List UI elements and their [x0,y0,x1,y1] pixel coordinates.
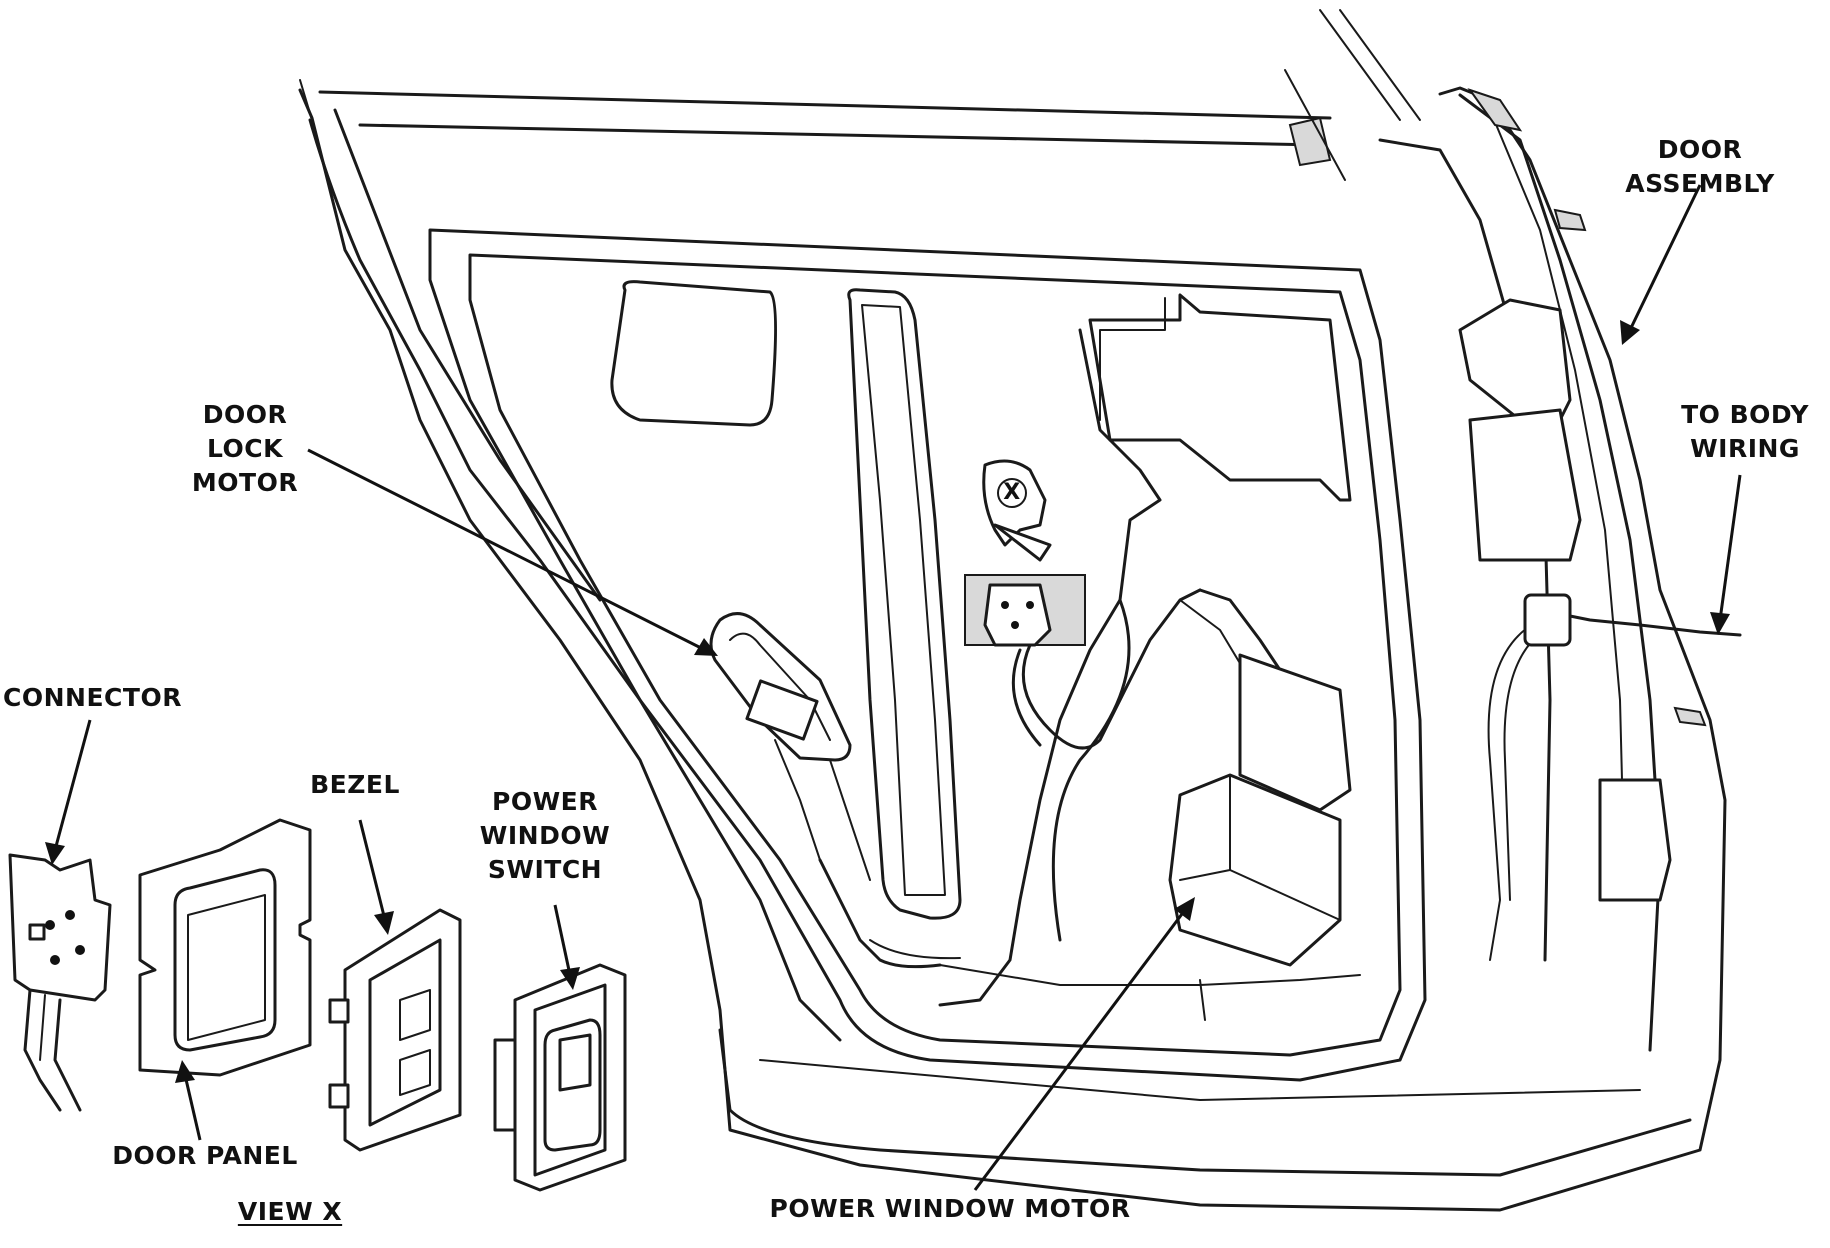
label-view-x: VIEW X [237,1197,343,1226]
label-to-body-wiring: TO BODY WIRING [1681,400,1809,463]
door-lock-motor [709,612,871,881]
wiring-harness [818,588,1742,1021]
label-power-window-motor: POWER WINDOW MOTOR [769,1194,1131,1223]
leader-arrows [45,184,1742,1191]
door-panel-part [138,818,312,1077]
label-door-lock-motor: DOOR LOCK MOTOR [191,400,299,497]
label-power-window-switch: POWER WINDOW SWITCH [479,787,611,884]
label-door-panel: DOOR PANEL [112,1141,298,1170]
connector-part [8,853,112,1112]
label-door-assembly: DOOR ASSEMBLY [1625,135,1775,198]
door-shell [298,9,1727,1212]
bezel-part [328,908,462,1152]
label-bezel: BEZEL [310,770,400,799]
callout-x-letter: X [1003,480,1021,505]
view-x-callout [964,459,1086,647]
label-connector: CONNECTOR [3,683,182,712]
power-window-motor [1168,653,1352,967]
power-window-switch-part [493,963,627,1192]
